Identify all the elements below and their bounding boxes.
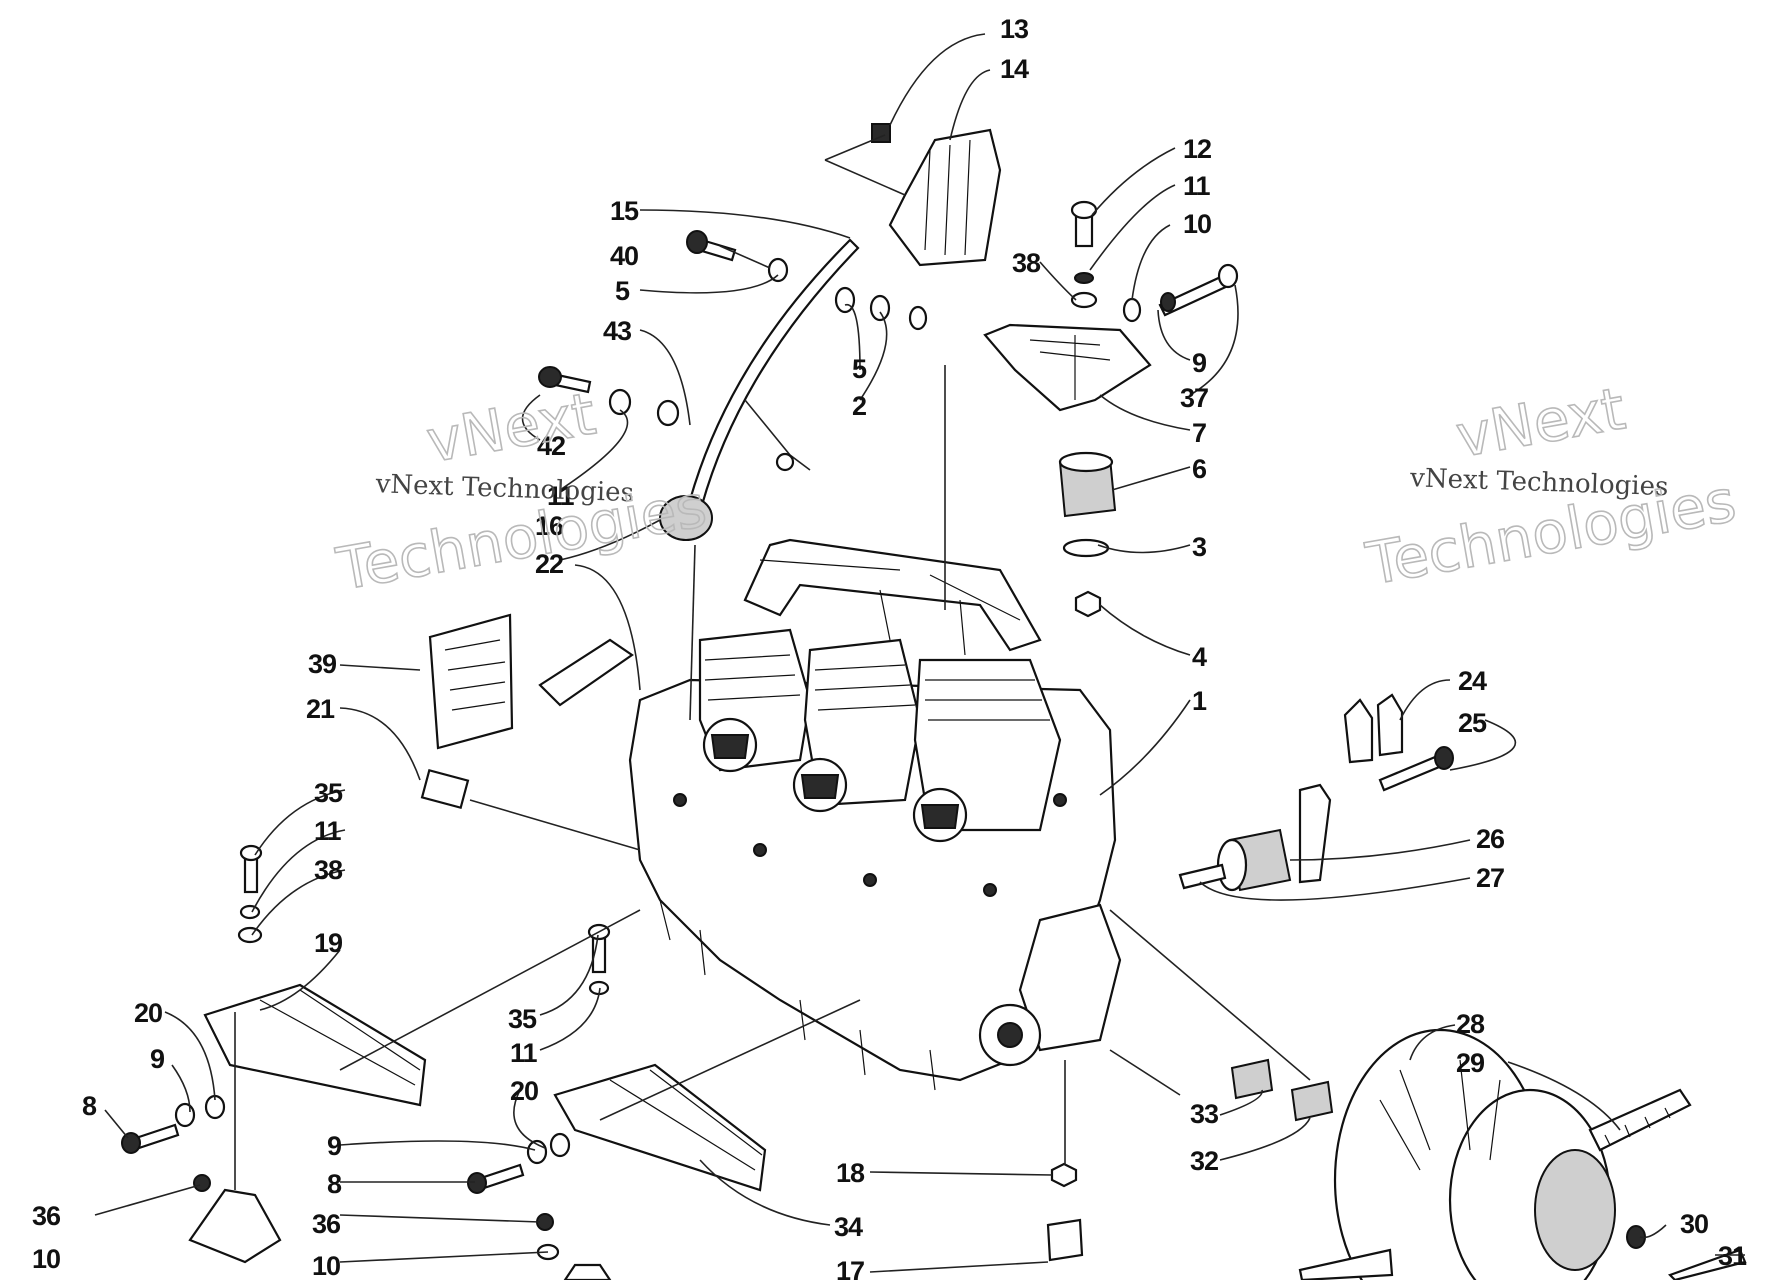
callout-2: 2: [852, 391, 866, 421]
callout-21: 21: [306, 694, 335, 724]
callout-42: 42: [537, 431, 565, 461]
callout-10a: 10: [1183, 209, 1211, 239]
callout-11b: 11: [1183, 171, 1211, 201]
watermark-left: vNext vNext Technologies Technologies: [331, 379, 712, 605]
callout-28: 28: [1456, 1009, 1485, 1039]
callout-16: 16: [535, 511, 564, 541]
callout-11c: 11: [314, 816, 342, 846]
callout-36b: 36: [312, 1209, 341, 1239]
callout-26: 26: [1476, 824, 1505, 854]
stud-27: [1178, 863, 1227, 890]
callout-6: 6: [1192, 454, 1207, 484]
callout-27: 27: [1476, 863, 1504, 893]
decal-21: [420, 768, 470, 810]
callout-38b: 38: [314, 855, 343, 885]
callout-5b: 5: [852, 354, 867, 384]
callout-10b: 10: [32, 1244, 60, 1274]
callout-37: 37: [1180, 383, 1208, 413]
callout-1: 1: [1192, 686, 1207, 716]
callout-4: 4: [1192, 642, 1207, 672]
callout-12: 12: [1183, 134, 1211, 164]
belt-29: [1588, 1088, 1692, 1152]
callout-18: 18: [836, 1158, 865, 1188]
callout-35b: 35: [508, 1004, 537, 1034]
callout-7: 7: [1192, 418, 1206, 448]
callout-31: 31: [1718, 1241, 1747, 1271]
engine-bracket-7: [983, 323, 1152, 412]
bushing-17: [1046, 1218, 1084, 1262]
washer-3: [1062, 538, 1110, 558]
callout-3: 3: [1192, 532, 1207, 562]
leader-lines: [94, 33, 1745, 1273]
callout-34: 34: [834, 1212, 863, 1242]
callout-8a: 8: [82, 1091, 97, 1121]
nut-13: [871, 123, 891, 143]
drive-clutch: [1298, 1028, 1692, 1280]
callout-11a: 11: [547, 481, 575, 511]
callout-33: 33: [1190, 1099, 1219, 1129]
oil-reservoir-14: [888, 128, 1002, 267]
mount-plate-19: [203, 983, 427, 1107]
callout-14: 14: [1000, 54, 1029, 84]
spacer-33: [1230, 1058, 1274, 1100]
oil-tube: [688, 238, 860, 507]
callout-11d: 11: [510, 1038, 538, 1068]
decal-22: [538, 638, 634, 707]
mount-plate-34: [553, 1063, 767, 1192]
callout-22: 22: [535, 549, 563, 579]
callout-15: 15: [610, 196, 639, 226]
callout-10c: 10: [312, 1251, 340, 1280]
callout-43: 43: [603, 316, 632, 346]
callout-9a: 9: [1192, 348, 1207, 378]
watermark-right: vNext vNext Technologies Technologies: [1360, 374, 1741, 600]
callout-20a: 20: [134, 998, 162, 1028]
decal-39: [428, 613, 514, 750]
svg-text:vNext: vNext: [422, 380, 601, 476]
nut-4: [1074, 590, 1102, 618]
callout-13: 13: [1000, 14, 1029, 44]
callout-32: 32: [1190, 1146, 1218, 1176]
clip-24: [1343, 698, 1374, 764]
callout-5a: 5: [615, 276, 630, 306]
callout-9b: 9: [150, 1044, 165, 1074]
engine-block: [628, 538, 1122, 1091]
spacer-32: [1290, 1080, 1334, 1122]
callout-24: 24: [1458, 666, 1487, 696]
callout-29: 29: [1456, 1048, 1485, 1078]
mount-foot-10: [188, 1188, 282, 1264]
nut-18: [1050, 1162, 1078, 1188]
callout-19: 19: [314, 928, 343, 958]
callout-38a: 38: [1012, 248, 1041, 278]
callout-35a: 35: [314, 778, 343, 808]
callout-36a: 36: [32, 1201, 61, 1231]
callout-9c: 9: [327, 1131, 342, 1161]
grommet-16: [659, 495, 713, 541]
callout-25: 25: [1458, 708, 1487, 738]
svg-text:vNext: vNext: [1451, 374, 1630, 470]
callout-17: 17: [836, 1256, 864, 1280]
callout-8b: 8: [327, 1169, 342, 1199]
callout-labels: 13 14 15 40 5 43 42 11 16 22 5 2 12 11 1…: [32, 14, 1748, 1280]
callout-20b: 20: [510, 1076, 538, 1106]
callout-39: 39: [308, 649, 337, 679]
callout-40: 40: [610, 241, 638, 271]
callout-30: 30: [1680, 1209, 1708, 1239]
